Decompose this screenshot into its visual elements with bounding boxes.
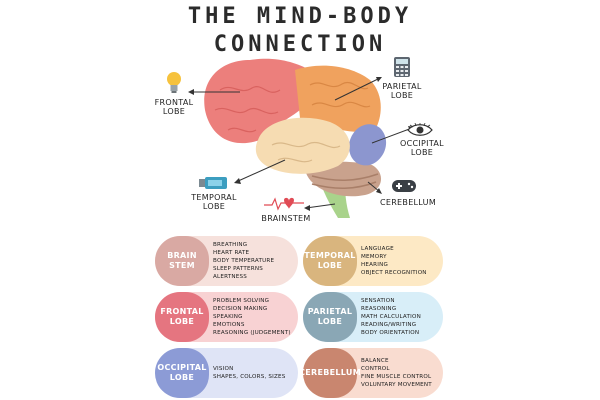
label-brainstem: BRAINSTEM <box>261 214 311 223</box>
occipital-lobe-region <box>349 124 387 166</box>
list-item: DECISION MAKING <box>213 306 268 312</box>
page-title: THE MIND-BODY <box>187 4 413 29</box>
lightbulb-icon <box>167 72 181 93</box>
card-function-list: BALANCE CONTROL FINE MUSCLE CONTROL VOLUNTA… <box>361 357 432 389</box>
list-item: SENSATION <box>361 298 395 304</box>
list-item: EMOTIONS <box>213 322 245 328</box>
label-occipital-lobe: OCCIPITAL LOBE <box>400 139 444 157</box>
card-title: CEREBELLUM <box>299 348 361 398</box>
heartbeat-icon <box>264 197 304 211</box>
list-item: SLEEP PATTERNS <box>213 266 263 272</box>
card-function-list: VISION SHAPES, COLORS, SIZES <box>213 365 286 381</box>
brain-diagram <box>188 58 414 218</box>
label-frontal-lobe: FRONTAL LOBE <box>154 98 194 116</box>
list-item: OBJECT RECOGNITION <box>361 270 427 276</box>
gamepad-icon <box>392 180 416 192</box>
card-title: PARIETAL LOBE <box>303 292 357 342</box>
list-item: READING/WRITING <box>361 322 417 328</box>
list-item: VOLUNTARY MOVEMENT <box>361 382 432 388</box>
arrow-brainstem <box>305 203 336 209</box>
arrow-parietal <box>334 77 381 101</box>
card-title: TEMPORAL LOBE <box>303 236 357 286</box>
list-item: BODY TEMPERATURE <box>213 258 275 264</box>
list-item: LANGUAGE <box>361 246 394 252</box>
page-title-line-2: CONNECTION <box>213 32 387 57</box>
list-item: BALANCE <box>361 358 389 364</box>
card-function-list: SENSATION REASONING MATH CALCULATION READIN… <box>361 297 421 337</box>
list-item: SHAPES, COLORS, SIZES <box>213 374 286 380</box>
label-parietal-lobe: PARIETAL LOBE <box>382 82 422 100</box>
list-item: ALERTNESS <box>213 274 247 280</box>
usb-drive-icon <box>199 177 227 189</box>
card-title: OCCIPITAL LOBE <box>155 348 209 398</box>
label-temporal-lobe: TEMPORAL LOBE <box>191 193 237 211</box>
arrow-temporal <box>235 159 286 183</box>
list-item: SPEAKING <box>213 314 243 320</box>
card-temporal-lobe: TEMPORAL LOBE LANGUAGE MEMORY HEARING OBJECT… <box>303 236 443 286</box>
card-function-list: BREATHING HEART RATE BODY TEMPERATURE SLEEP… <box>213 241 274 281</box>
arrow-occipital <box>371 127 413 144</box>
list-item: HEARING <box>361 262 389 268</box>
list-item: VISION <box>213 366 234 372</box>
card-frontal-lobe: FRONTAL LOBE PROBLEM SOLVING DECISION MAKI… <box>155 292 298 342</box>
list-item: BREATHING <box>213 242 248 248</box>
eye-icon <box>407 123 433 136</box>
list-item: PROBLEM SOLVING <box>213 298 270 304</box>
list-item: MATH CALCULATION <box>361 314 421 320</box>
card-brain-stem: BRAIN STEM BREATHING HEART RATE BODY TEMPER… <box>155 236 298 286</box>
card-title: FRONTAL LOBE <box>155 292 209 342</box>
card-occipital-lobe: OCCIPITAL LOBE VISION SHAPES, COLORS, SIZE… <box>155 348 298 398</box>
label-cerebellum: CEREBELLUM <box>379 198 437 207</box>
calculator-icon <box>394 57 410 77</box>
list-item: FINE MUSCLE CONTROL <box>361 374 432 380</box>
list-item: BODY ORIENTATION <box>361 330 420 336</box>
list-item: REASONING (JUDGEMENT) <box>213 330 291 336</box>
list-item: HEART RATE <box>213 250 250 256</box>
card-title: BRAIN STEM <box>155 236 209 286</box>
list-item: REASONING <box>361 306 397 312</box>
frontal-lobe-region <box>204 58 310 144</box>
list-item: MEMORY <box>361 254 387 260</box>
list-item: CONTROL <box>361 366 390 372</box>
card-parietal-lobe: PARIETAL LOBE SENSATION REASONING MATH CALC… <box>303 292 443 342</box>
card-function-list: LANGUAGE MEMORY HEARING OBJECT RECOGNITION <box>361 245 427 277</box>
card-function-list: PROBLEM SOLVING DECISION MAKING SPEAKING EM… <box>213 297 291 337</box>
